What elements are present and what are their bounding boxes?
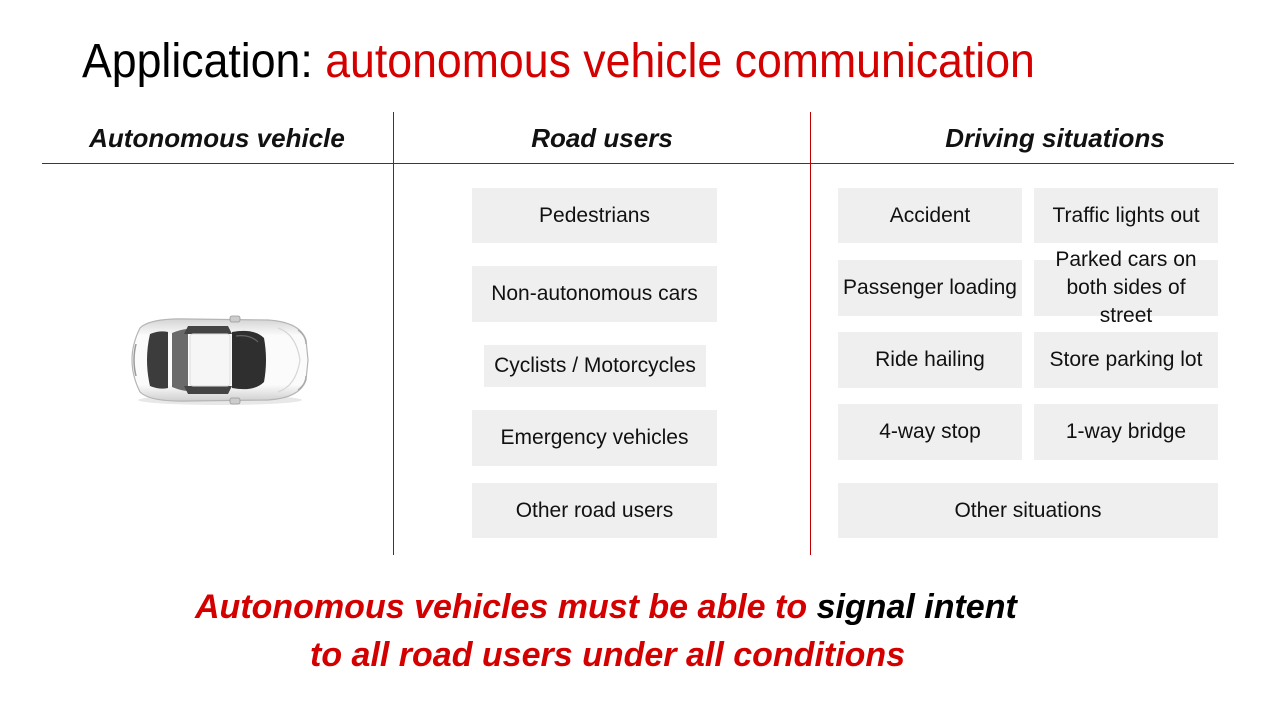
car-top-view-icon xyxy=(128,314,312,411)
situation-other: Other situations xyxy=(838,483,1218,538)
situation-accident: Accident xyxy=(838,188,1022,243)
column-divider-1 xyxy=(393,112,394,555)
header-divider xyxy=(42,163,1234,164)
road-user-pedestrians: Pedestrians xyxy=(472,188,717,243)
situation-traffic-lights-out: Traffic lights out xyxy=(1034,188,1218,243)
footer-line-1-red: Autonomous vehicles must be able to xyxy=(195,588,808,626)
road-user-other: Other road users xyxy=(472,483,717,538)
road-user-emergency-vehicles: Emergency vehicles xyxy=(472,410,717,466)
situation-1-way-bridge: 1-way bridge xyxy=(1034,404,1218,460)
title-highlight: autonomous vehicle communication xyxy=(325,35,1035,88)
footer-line-2-text: to all road users under all conditions xyxy=(310,636,906,674)
situation-passenger-loading: Passenger loading xyxy=(838,260,1022,316)
road-user-cyclists: Cyclists / Motorcycles xyxy=(484,345,706,387)
column-header-road-users: Road users xyxy=(531,123,673,153)
slide-title: Application: autonomous vehicle communic… xyxy=(82,32,1035,92)
situation-store-parking-lot: Store parking lot xyxy=(1034,332,1218,388)
column-header-situations: Driving situations xyxy=(945,123,1165,153)
column-header-vehicle: Autonomous vehicle xyxy=(89,123,345,153)
road-user-non-autonomous-cars: Non-autonomous cars xyxy=(472,266,717,322)
column-divider-2 xyxy=(810,112,811,555)
situation-parked-cars: Parked cars on both sides of street xyxy=(1034,248,1218,327)
situation-ride-hailing: Ride hailing xyxy=(838,332,1022,388)
title-prefix: Application: xyxy=(82,35,313,88)
situation-4-way-stop: 4-way stop xyxy=(838,404,1022,460)
footer-line-1-black: signal intent xyxy=(816,588,1017,626)
